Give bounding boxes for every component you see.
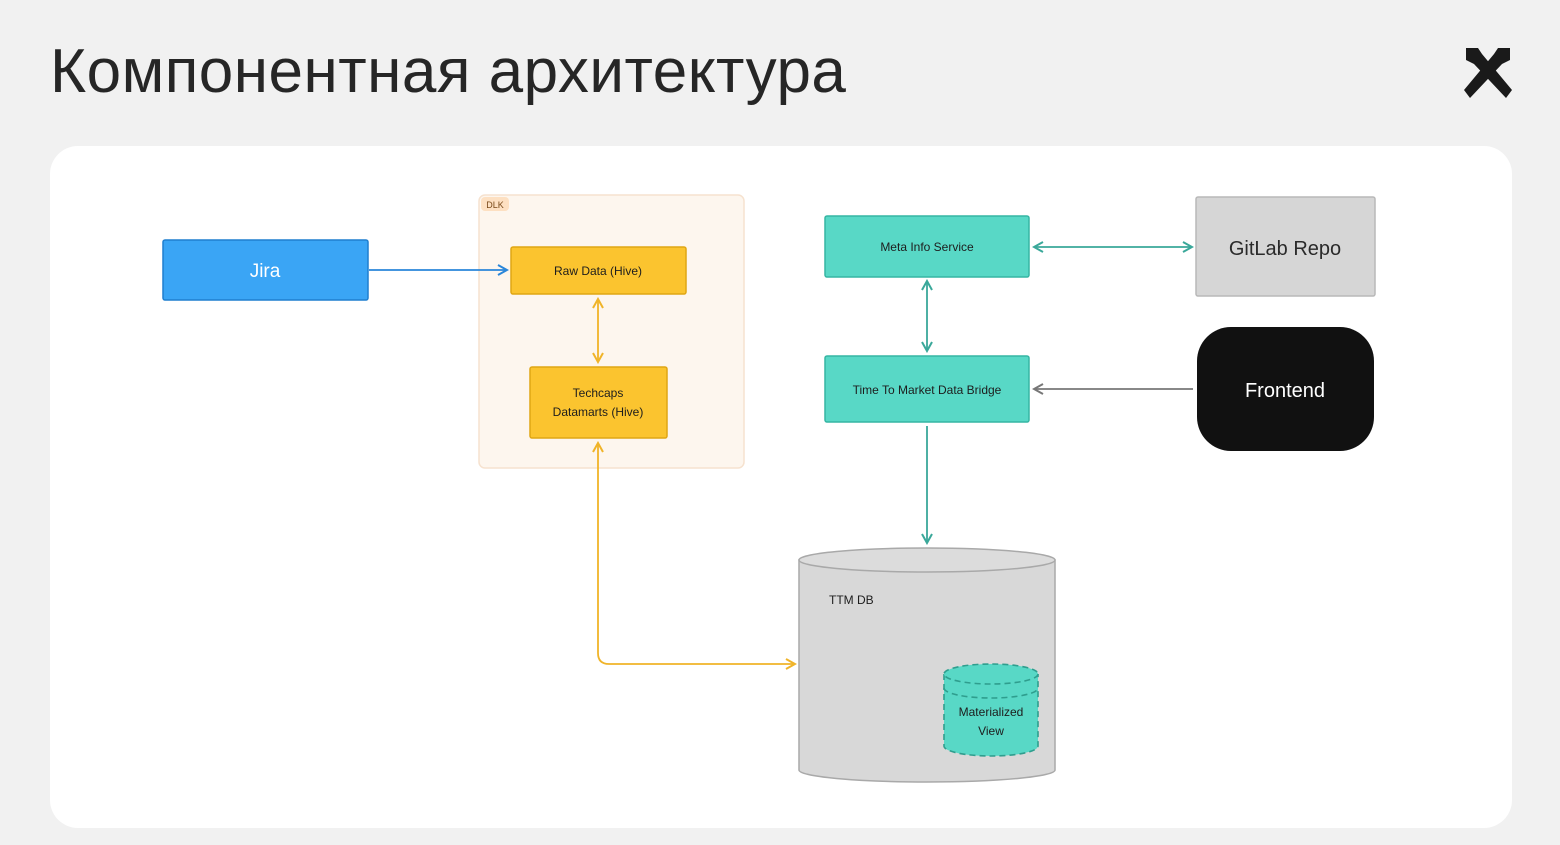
node-raw-data: Raw Data (Hive) xyxy=(510,246,687,295)
node-meta-info-service: Meta Info Service xyxy=(824,215,1030,278)
node-gitlab-repo: GitLab Repo xyxy=(1195,196,1376,297)
node-mat-view-label-line1: Materialized xyxy=(959,705,1024,719)
node-jira: Jira xyxy=(162,239,369,301)
node-materialized-view: Materialized View xyxy=(943,663,1039,757)
connectors xyxy=(369,247,1193,664)
node-meta-info-label: Meta Info Service xyxy=(880,240,974,254)
dlk-group-label: DLK xyxy=(486,200,504,210)
node-frontend-label: Frontend xyxy=(1245,380,1325,402)
crossed-hammers-icon xyxy=(1464,48,1512,98)
node-gitlab-label: GitLab Repo xyxy=(1229,238,1341,260)
node-ttm-bridge-label: Time To Market Data Bridge xyxy=(853,383,1002,397)
node-frontend: Frontend xyxy=(1197,327,1374,451)
arrow-techcaps-ttm-db xyxy=(598,443,795,664)
node-techcaps-datamarts: Techcaps Datamarts (Hive) xyxy=(529,366,668,439)
node-ttm-data-bridge: Time To Market Data Bridge xyxy=(824,355,1030,423)
node-mat-view-label-line2: View xyxy=(978,724,1004,738)
node-raw-data-label: Raw Data (Hive) xyxy=(554,264,642,278)
node-techcaps-label-line2: Datamarts (Hive) xyxy=(553,405,644,419)
node-techcaps-label-line1: Techcaps xyxy=(573,386,624,400)
node-ttm-db-label: TTM DB xyxy=(829,593,874,607)
node-jira-label: Jira xyxy=(250,261,281,282)
slide-title: Компонентная архитектура xyxy=(50,37,847,106)
